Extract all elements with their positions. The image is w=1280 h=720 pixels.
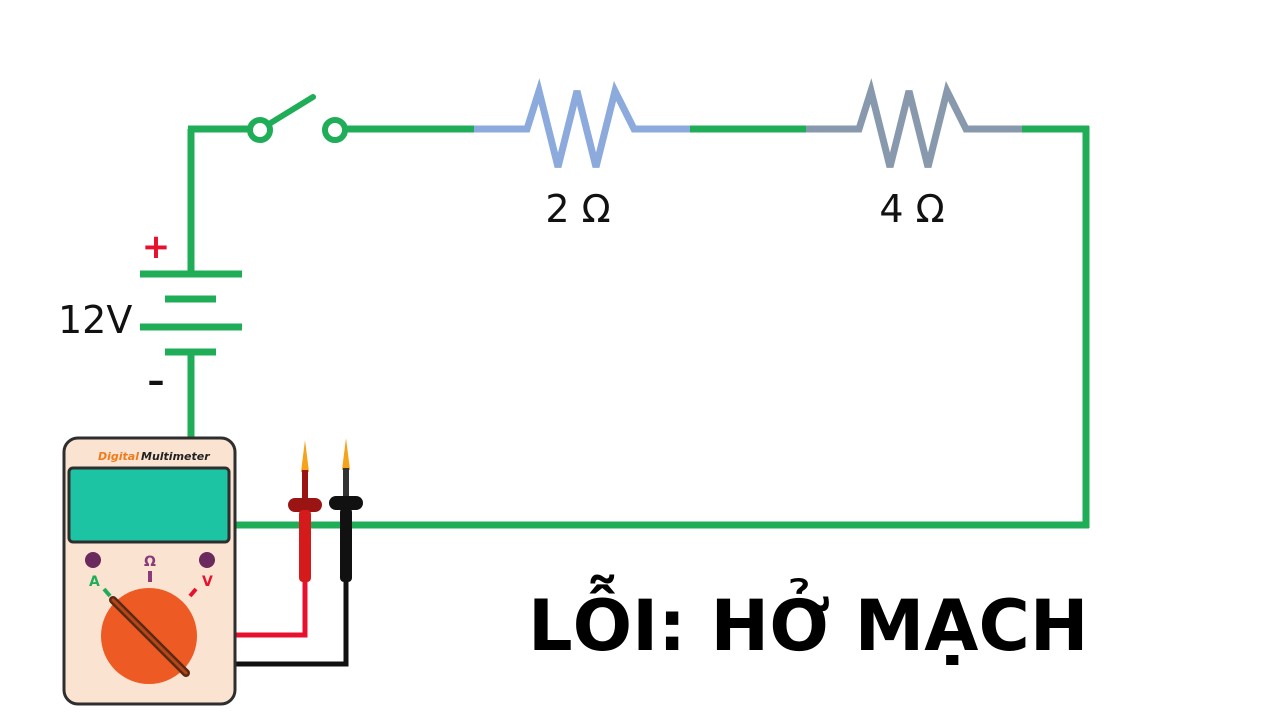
negative-sign: – (148, 361, 165, 401)
multimeter-icon: Digital Multimeter Ω A V (62, 436, 237, 706)
circuit-wires (187, 125, 1090, 529)
resistor-2-label: 4 Ω (879, 187, 944, 231)
dial-label-a: A (89, 574, 100, 590)
probe-icon (329, 438, 363, 582)
probe-icon (288, 440, 322, 582)
multimeter-brand-word2: Multimeter (141, 450, 210, 463)
switch-icon (247, 94, 348, 143)
resistor-icon (474, 78, 690, 168)
battery-icon (140, 270, 242, 356)
red-lead-wire (234, 580, 308, 638)
multimeter-screen (67, 466, 231, 544)
battery-voltage-label: 12V (58, 298, 132, 342)
meter-jack-left (85, 552, 101, 568)
meter-jack-right (199, 552, 215, 568)
dial-label-v: V (202, 574, 213, 590)
fault-title: LỖI: HỞ MẠCH (528, 575, 1088, 667)
resistor-1-label: 2 Ω (545, 187, 610, 231)
black-lead-wire (234, 580, 349, 667)
probe-wires (234, 580, 349, 667)
positive-sign: + (142, 227, 171, 267)
dial-label-ohm: Ω (144, 554, 156, 570)
multimeter-brand-word1: Digital (98, 450, 139, 463)
resistor-icon (806, 78, 1022, 168)
